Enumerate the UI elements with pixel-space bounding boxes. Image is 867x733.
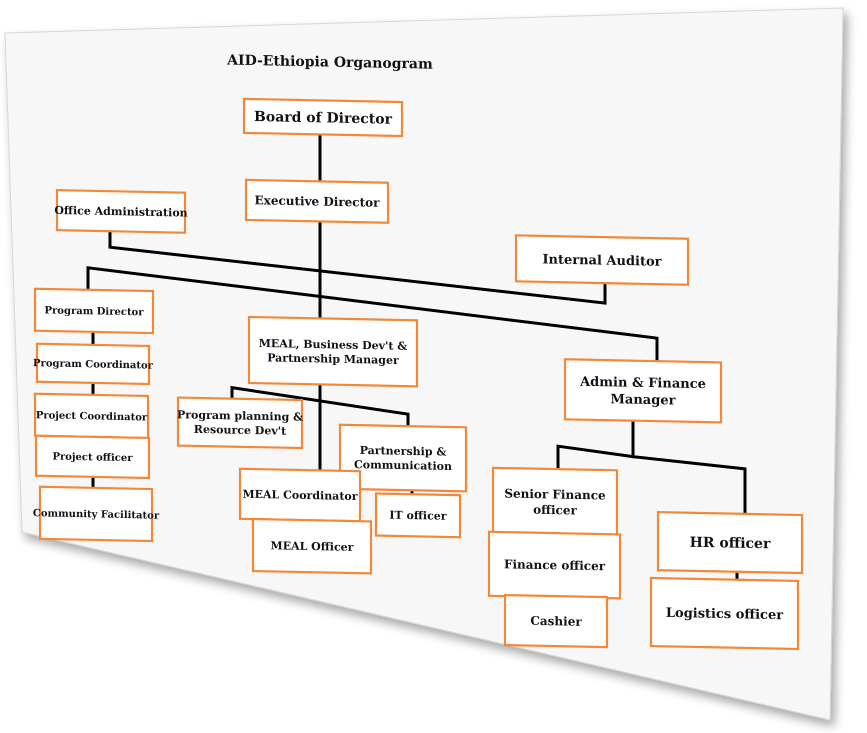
node-label: HR officer (690, 535, 771, 553)
node-meal-bd-pm: MEAL, Business Dev't &Partnership Manage… (247, 315, 419, 388)
node-label: Program Coordinator (33, 358, 154, 371)
node-board: Board of Director (242, 97, 404, 138)
node-label: MEAL, Business Dev't & (259, 337, 408, 353)
node-box (514, 234, 690, 286)
node-label: Cashier (530, 614, 582, 629)
node-partnership-comm: Partnership &Communication (338, 423, 468, 493)
connector-line (230, 385, 410, 428)
node-label: MEAL Coordinator (242, 488, 357, 503)
node-program-planning: Program planning &Resource Dev't (176, 396, 304, 450)
node-label: Board of Director (254, 109, 393, 128)
diagram-title: AID-Ethiopia Organogram (226, 53, 433, 73)
paper-sheet (4, 7, 844, 721)
node-box (244, 178, 390, 224)
node-box (563, 358, 723, 424)
node-box (55, 189, 187, 234)
node-label: IT officer (389, 509, 446, 523)
node-label: Manager (611, 392, 676, 408)
node-label: Partnership Manager (267, 351, 399, 367)
node-label: Senior Finance (504, 486, 606, 502)
node-box (503, 593, 609, 649)
node-label: Partnership & (360, 444, 447, 459)
node-program-coordinator: Program Coordinator (33, 342, 154, 386)
node-project-officer: Project officer (34, 434, 151, 480)
connector-line (631, 455, 747, 517)
node-project-coordinator: Project Coordinator (33, 392, 150, 440)
connector-line (108, 229, 607, 305)
node-finance-officer: Finance officer (487, 530, 622, 600)
node-office-admin: Office Administration (54, 189, 188, 234)
node-label: Project Coordinator (36, 410, 148, 423)
node-label: Communication (354, 458, 452, 473)
node-box (649, 576, 800, 651)
node-internal-auditor: Internal Auditor (514, 234, 690, 286)
node-label: Program planning & (177, 408, 303, 424)
node-label: Community Facilitator (33, 508, 160, 522)
node-program-director: Program Director (33, 287, 155, 335)
node-box (656, 511, 804, 575)
connector-line (86, 266, 659, 365)
node-hr-officer: HR officer (656, 511, 804, 575)
connector-line (556, 419, 635, 471)
node-box (38, 485, 154, 543)
node-label: Internal Auditor (542, 252, 661, 269)
node-box (33, 287, 155, 335)
node-label: Logistics officer (666, 606, 783, 623)
node-meal-coordinator: MEAL Coordinator (238, 467, 362, 523)
node-cashier: Cashier (503, 593, 609, 649)
node-label: Admin & Finance (579, 375, 706, 393)
node-community-facilitator: Community Facilitator (33, 485, 160, 543)
node-box (338, 423, 468, 493)
node-meal-officer: MEAL Officer (251, 517, 373, 575)
node-box (251, 517, 373, 575)
node-label: Office Administration (54, 204, 187, 220)
node-box (34, 434, 151, 480)
node-label: Program Director (44, 305, 144, 318)
node-box (374, 492, 462, 539)
node-label: Finance officer (504, 557, 606, 573)
node-label: Executive Director (255, 193, 381, 210)
node-label: Project officer (52, 452, 133, 465)
node-box (176, 396, 304, 450)
node-exec: Executive Director (244, 178, 390, 224)
node-box (242, 97, 404, 138)
node-logistics-officer: Logistics officer (649, 576, 800, 651)
node-label: MEAL Officer (271, 539, 354, 554)
node-label: officer (533, 503, 577, 518)
node-box (35, 342, 151, 386)
node-label: Resource Dev't (194, 423, 287, 438)
node-it-officer: IT officer (374, 492, 462, 539)
node-box (247, 315, 419, 388)
